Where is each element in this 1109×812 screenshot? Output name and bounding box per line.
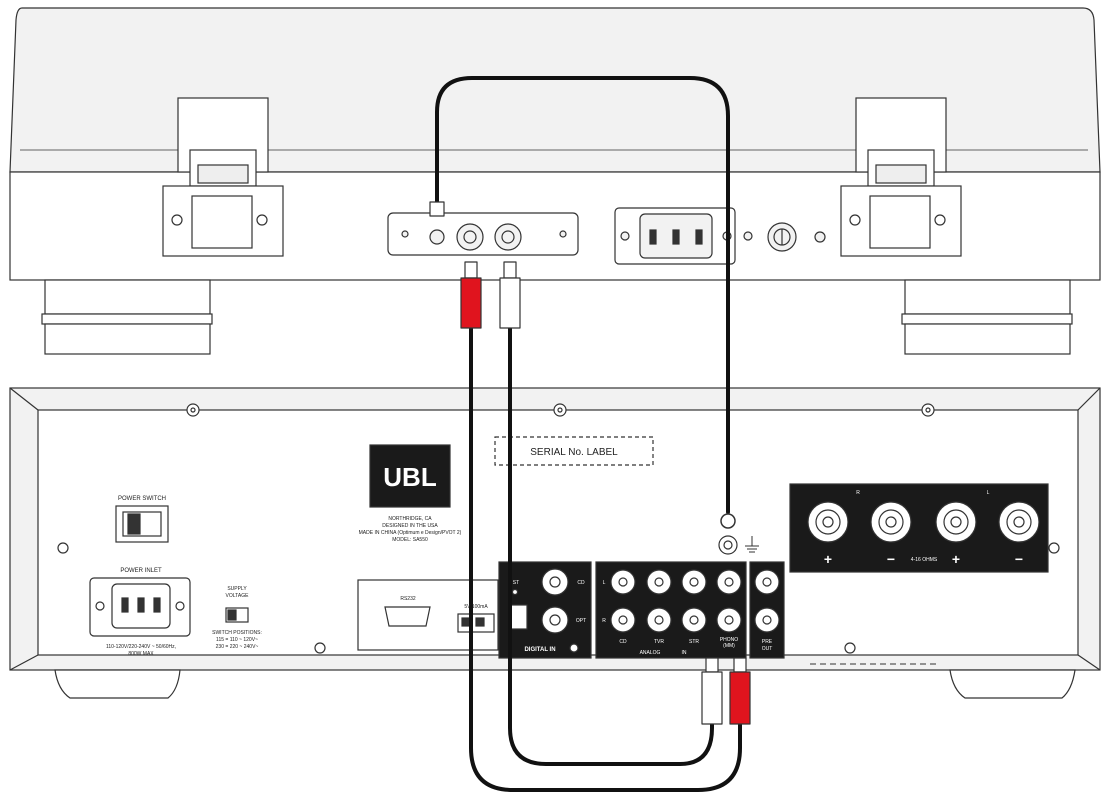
digital-st-label: ST (513, 580, 519, 586)
pre-out-label-2: OUT (762, 646, 773, 652)
audio-cable-right (508, 326, 714, 766)
digital-in-label: DIGITAL IN (524, 647, 555, 653)
digital-opt-label: OPT (576, 618, 586, 624)
ground-wire (435, 76, 730, 514)
amplifier-rca-plugs (701, 657, 751, 725)
address-line-1: NORTHRIDGE, CA (388, 516, 432, 522)
power-rating-2: 800W MAX (128, 651, 154, 657)
turntable-ground-terminal (429, 229, 445, 245)
speaker-l-minus-sign: − (1015, 551, 1023, 567)
speaker-l-label: L (987, 490, 990, 496)
white-rca-plug-amplifier (701, 671, 723, 725)
analog-input-str: STR (689, 639, 699, 645)
power-inlet-label: POWER INLET (120, 568, 162, 574)
amplifier-foot-left (54, 669, 181, 699)
turntable-rca-plugs (460, 261, 521, 329)
analog-in-label: IN (682, 650, 687, 656)
rs232-port (384, 606, 431, 627)
switch-pos-1: 115 = 110 ~ 120V~ (216, 637, 258, 643)
phono-label-2: (MM) (723, 643, 735, 649)
speaker-r-minus-sign: − (887, 551, 895, 567)
address-line-2: DESIGNED IN THE USA (382, 523, 438, 529)
speaker-l-plus-sign: + (952, 551, 960, 567)
speaker-r-plus-sign: + (824, 551, 832, 567)
red-rca-plug-amplifier (729, 671, 751, 725)
pre-out-label-1: PRE (762, 639, 773, 645)
phono-label-1: PHONO (720, 637, 738, 643)
power-switch-label: POWER SWITCH (118, 496, 166, 502)
amplifier (9, 387, 1101, 699)
analog-input-tvr: TVR (654, 639, 664, 645)
digital-cd-label: CD (577, 580, 585, 586)
analog-row-r: R (602, 618, 606, 624)
red-rca-plug-turntable (460, 277, 482, 329)
address-line-3: MADE IN CHINA (Optimum e Design/PVOT 2) (359, 530, 462, 536)
white-rca-plug-turntable (499, 277, 521, 329)
supply-voltage-1: SUPPLY (227, 586, 247, 592)
cables (429, 76, 751, 792)
brand-logo-text: UBL (383, 462, 437, 492)
analog-input-cd: CD (619, 639, 627, 645)
turntable-foot-left (41, 279, 213, 355)
amplifier-foot-right (949, 669, 1076, 699)
brand-logo (369, 444, 451, 508)
serial-label: SERIAL No. LABEL (530, 447, 618, 458)
left-hinge (162, 97, 284, 257)
speaker-ohms-label: 4-16 OHMS (911, 557, 938, 563)
switch-positions: SWITCH POSITIONS: (212, 630, 262, 636)
audio-cable-left (469, 326, 742, 792)
turntable (9, 7, 1101, 355)
analog-row-l: L (603, 580, 606, 586)
model-label: MODEL: SA550 (392, 537, 428, 543)
right-hinge (840, 97, 962, 257)
rs232-label: RS232 (400, 596, 416, 602)
serial-label-box (494, 436, 654, 466)
analog-label: ANALOG (640, 650, 661, 656)
supply-voltage-2: VOLTAGE (226, 593, 250, 599)
switch-pos-2: 230 = 220 ~ 240V~ (216, 644, 259, 650)
ground-icon (745, 536, 759, 553)
power-rating-1: 110-120V/220-240V ~ 50/60Hz, (106, 644, 176, 650)
turntable-foot-right (901, 279, 1073, 355)
speaker-r-label: R (856, 490, 860, 496)
screw-icon (57, 403, 1060, 654)
trigger-label: 5V 100mA (464, 604, 488, 610)
